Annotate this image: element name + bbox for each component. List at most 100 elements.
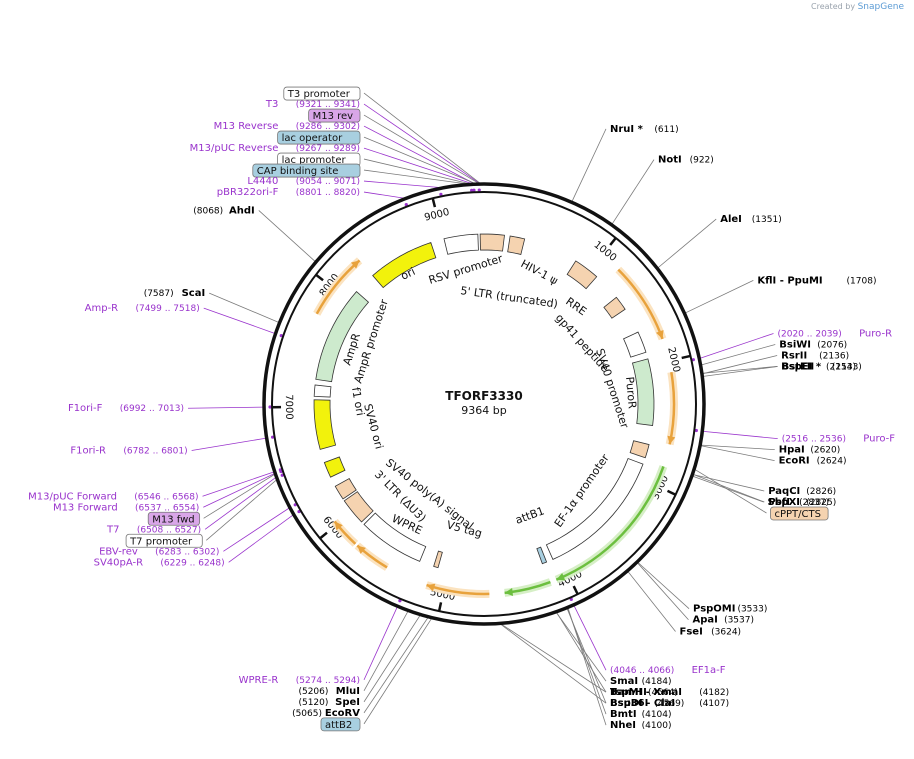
feature-label-text: lac promoter [282, 155, 347, 166]
site-name: RsrII [781, 350, 807, 361]
site-name: FseI [680, 627, 703, 638]
label-t3-promoter: T3 promoter [283, 86, 361, 101]
leader-line [571, 128, 607, 202]
leader-line [363, 147, 472, 184]
feature-label-box [283, 86, 361, 101]
label-pspxi: PspXI(2825) [768, 497, 836, 508]
label-amp-r: (7499 .. 7518) Amp-R [85, 303, 200, 314]
feature-cppt-cts [629, 440, 650, 459]
primer-site-marker [439, 192, 443, 196]
leader-line [694, 469, 767, 514]
backbone-ring [262, 182, 706, 626]
credit-prefix: Created by [811, 2, 856, 11]
label-alei: AleI(1351) [720, 214, 782, 225]
credit-watermark: Created by SnapGene [811, 2, 904, 12]
site-position: (2136) [819, 351, 849, 361]
leader-line [611, 159, 655, 225]
leader-line [188, 406, 264, 409]
feature-arc-arrowhead [504, 588, 513, 596]
primer-name: EBV-rev [99, 546, 138, 557]
label-t3: (9321 .. 9341)T3 [265, 99, 360, 110]
label-ebv-rev: (6283 .. 6302)EBV-rev [99, 546, 219, 557]
feature-attb1 [536, 546, 548, 565]
feature-label-box [147, 511, 201, 526]
label-f1ori-f: (6992 .. 7013)F1ori-F [68, 403, 184, 414]
leader-line [203, 307, 275, 334]
primer-range: (6782 .. 6801) [123, 447, 187, 457]
tick-mark [431, 197, 437, 208]
site-name: EcoRI [779, 456, 810, 467]
label-t7: (6508 .. 6527)T7 [106, 524, 201, 535]
feature-5-ltr-truncated [479, 233, 505, 252]
label-bsteii: BstEII(2154) [782, 361, 856, 372]
label-bmti: BmtI(4104) [610, 709, 672, 720]
site-position: (611) [654, 125, 678, 135]
primer-range: (7499 .. 7518) [135, 304, 199, 314]
primer-name: M13/pUC Reverse [190, 143, 279, 154]
leader-line [637, 562, 690, 610]
feature-ampr [315, 290, 370, 383]
primer-name: M13 Forward [53, 502, 118, 513]
leader-line [556, 612, 607, 693]
site-position: (5065) [292, 709, 322, 719]
feature-arc-halo [554, 465, 668, 584]
label-m13-reverse: (9286 .. 9302)M13 Reverse [214, 121, 360, 132]
primer-site-marker [691, 358, 695, 362]
label-noti: NotI(922) [658, 155, 714, 166]
site-position: (1351) [752, 215, 782, 225]
feature-gp41-peptide [603, 296, 626, 319]
feature-rre [566, 260, 598, 290]
tick-label: 9000 [423, 207, 450, 224]
leader-line [703, 430, 778, 440]
leader-line [206, 479, 277, 541]
label-wpre-r: (5274 .. 5294)WPRE-R [239, 675, 360, 686]
primer-range: (6508 .. 6527) [137, 525, 201, 535]
tick-mark [572, 585, 579, 595]
label-puro-r: (2020 .. 2039)Puro-R [777, 328, 892, 339]
site-position: (8068) [193, 206, 223, 216]
site-name: MluI [336, 686, 360, 697]
leader-line [702, 366, 778, 374]
label-nhei: NheI(4100) [610, 720, 672, 731]
site-name: PspXI [768, 497, 800, 508]
site-position: (2076) [817, 340, 847, 350]
feature-3-ltr-u3 [343, 491, 374, 523]
label-f1ori-r: (6782 .. 6801)F1ori-R [70, 446, 187, 457]
feature-arc [555, 466, 665, 581]
site-name: NotI [658, 155, 682, 166]
primer-name: M13/pUC Forward [28, 491, 117, 502]
label-spei: SpeI(5120) [298, 697, 360, 708]
credit-brand: SnapGene [857, 2, 904, 12]
primer-name: Amp-R [85, 303, 119, 314]
tick-label: 1000 [592, 239, 619, 263]
feature-arc-arrowhead [334, 521, 343, 531]
site-position: (2624) [817, 457, 847, 467]
feature-label-box [320, 717, 361, 732]
leader-line [209, 292, 279, 323]
primer-name: F1ori-F [68, 403, 103, 414]
site-position: (2133) [832, 362, 862, 372]
primer-site-marker [694, 428, 698, 433]
label-scai: ScaI(7587) [144, 288, 206, 299]
leader-line [685, 280, 754, 314]
primer-range: (8801 .. 8820) [296, 188, 360, 198]
site-name: Bsu36I [610, 698, 648, 709]
leader-line [363, 617, 429, 714]
primer-site-marker [472, 188, 476, 192]
label-f1-ori: f1 ori [349, 386, 367, 417]
feature-ef-1-promoter [545, 457, 644, 560]
leader-line [363, 169, 466, 185]
site-name: BamHI [610, 687, 647, 698]
label-mlui: MluI(5206) [298, 686, 360, 697]
site-position: (1708) [847, 276, 877, 286]
site-position: (2154) [826, 362, 856, 372]
site-position: (4104) [642, 710, 672, 720]
feature-arc-arrowhead [426, 583, 436, 592]
primer-range: (4046 .. 4066) [610, 666, 674, 676]
leader-line [203, 473, 275, 508]
leader-line [657, 218, 717, 269]
feature-label-box [252, 163, 361, 178]
feature-arc-arrowhead [667, 435, 676, 445]
tick-mark [319, 531, 328, 540]
primer-name: Puro-R [859, 328, 892, 339]
